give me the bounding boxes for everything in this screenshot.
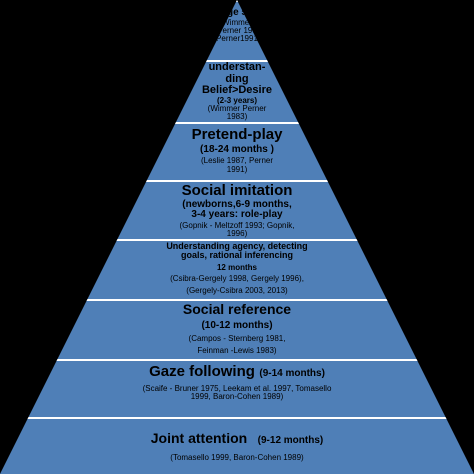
tier-pretend-play: Pretend-play (18-24 months ) (Leslie 198… — [0, 127, 474, 174]
tier-7-ref-2: 1999, Baron-Cohen 1989) — [190, 392, 284, 402]
tier-4-ref-2: 1996) — [226, 229, 248, 239]
tier-1-line-2: Wimmer — [222, 17, 252, 27]
tier-7-ref-1: (Scaife - Bruner 1975, Leekam et al. 199… — [142, 383, 332, 393]
tier-2-line-1: understan- — [208, 61, 266, 73]
tier-1-line-3: Perner 199 — [217, 25, 257, 35]
tier-social-reference: Social reference (10-12 months) (Campos … — [0, 302, 474, 355]
tier-6-title: Social reference — [182, 301, 292, 317]
tier-4-sub-1: (newborns,6-9 months, — [182, 198, 292, 210]
tier-social-imitation: Social imitation (newborns,6-9 months, 3… — [0, 183, 474, 239]
tier-8-sub: (9-12 months) — [257, 435, 324, 446]
tier-5-ref-1: (Csibra-Gergely 1998, Gergely 1996), — [170, 274, 304, 284]
tier-8-ref-1: (Tomasello 1999, Baron-Cohen 1989) — [170, 452, 304, 462]
tier-1-line-4: Perner1991 — [216, 34, 258, 44]
tier-understanding-agency: Understanding agency, detecting goals, r… — [0, 241, 474, 295]
tier-2-line-2: ding — [225, 72, 249, 85]
tier-1-line-1: ge 5 — [226, 7, 247, 18]
tier-band-8 — [0, 417, 474, 474]
tier-2-line-5: (Wimmer Perner — [207, 104, 267, 114]
tier-3-title: Pretend-play — [191, 126, 283, 143]
tier-3-ref-2: 1991) — [226, 164, 248, 174]
tier-2-line-3: Belief>Desire — [201, 84, 272, 97]
tier-4-sub-2: 3-4 years: role-play — [191, 209, 283, 221]
tier-7-title: Gaze following — [149, 363, 255, 380]
tier-2-line-6: 1983) — [226, 112, 248, 122]
tier-2-line-4: (2-3 years) — [216, 95, 258, 105]
tier-gaze-following: Gaze following (9-14 months) (Scaife - B… — [0, 364, 474, 402]
tier-7-heading: Gaze following (9-14 months) — [0, 364, 474, 381]
tier-band-7 — [0, 359, 474, 417]
tier-6-sub: (10-12 months) — [201, 319, 273, 331]
tier-theory-of-mind: ge 5 Wimmer Perner 199 Perner1991 — [0, 7, 474, 44]
tier-5-title-1: Understanding agency, detecting — [166, 241, 308, 251]
tier-5-ref-2: (Gergely-Csibra 2003, 2013) — [186, 285, 288, 295]
tier-4-title: Social imitation — [181, 182, 293, 199]
tier-4-ref-1: (Gopnik - Meltzoff 1993; Gopnik, — [179, 220, 295, 230]
tier-5-title-2: goals, rational inferencing — [180, 250, 294, 261]
tier-8-heading: Joint attention (9-12 months) — [0, 431, 474, 448]
tier-6-ref-1: (Campos - Sternberg 1981, — [188, 334, 286, 344]
tier-3-ref-1: (Leslie 1987, Perner — [200, 156, 274, 166]
tier-5-sub: 12 months — [216, 262, 257, 272]
tier-6-ref-2: Feinman -Lewis 1983) — [197, 345, 277, 355]
tier-7-sub: (9-14 months) — [259, 368, 325, 379]
tier-8-title: Joint attention — [150, 430, 248, 446]
tier-3-sub: (18-24 months ) — [200, 143, 274, 155]
tier-belief-desire: understan- ding Belief>Desire (2-3 years… — [0, 61, 474, 122]
tier-joint-attention: Joint attention (9-12 months) (Tomasello… — [0, 431, 474, 462]
